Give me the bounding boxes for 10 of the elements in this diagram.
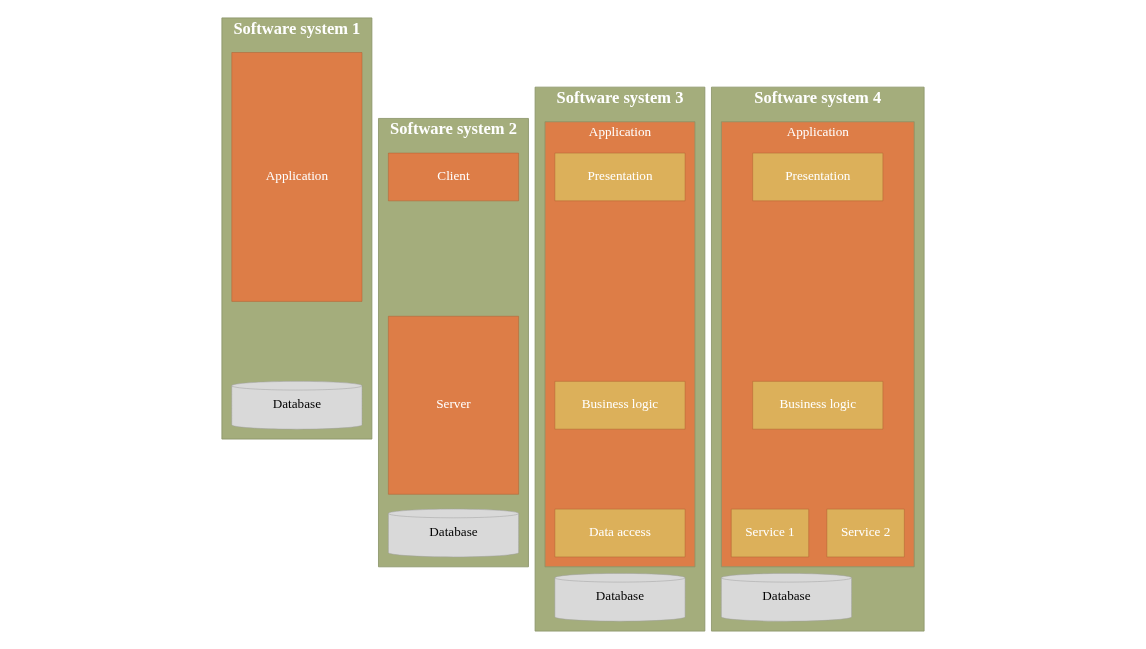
node-box: Presentation (752, 152, 884, 202)
node-box: Presentation (554, 152, 686, 202)
node-box: Service 1 (731, 508, 809, 558)
node-box: Server (388, 316, 519, 495)
node-box: Application (231, 52, 363, 302)
node-box: Business logic (554, 381, 686, 430)
node-box: Client (388, 152, 519, 202)
node-box: Data access (554, 508, 686, 558)
node-box: Business logic (752, 381, 884, 430)
node-box: Service 2 (826, 508, 905, 558)
